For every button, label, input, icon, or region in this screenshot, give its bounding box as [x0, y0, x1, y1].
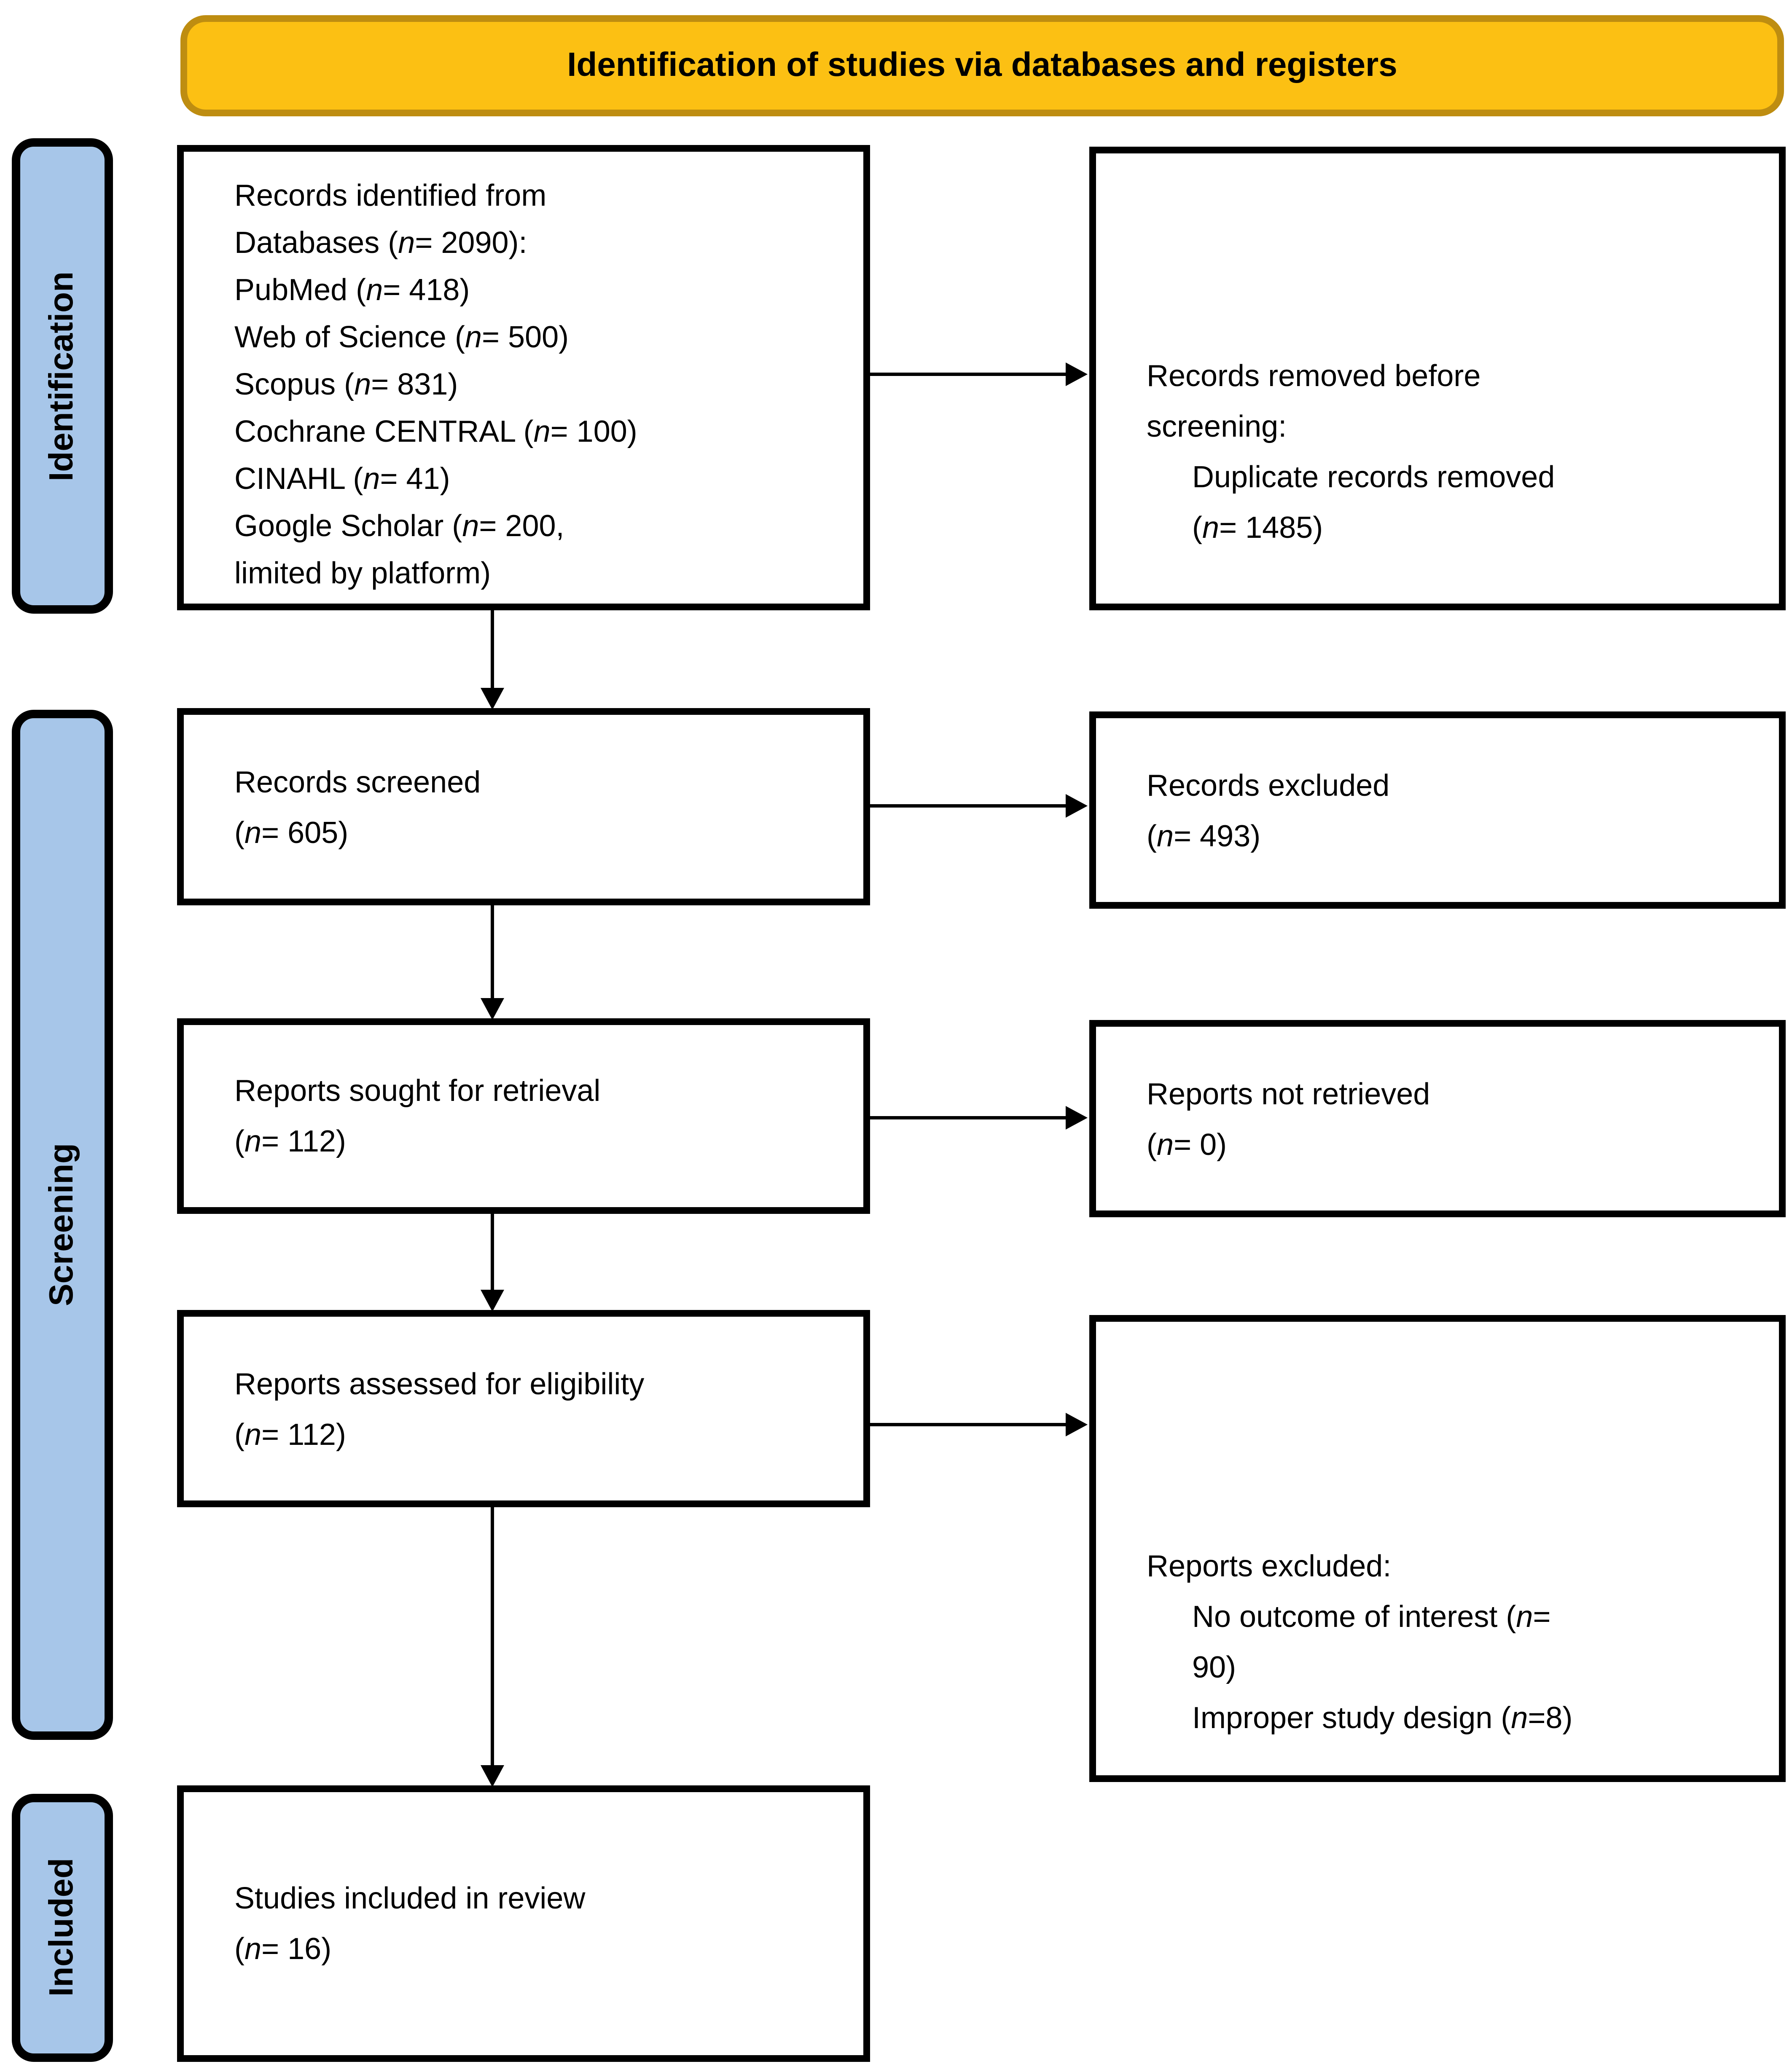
box-reports-excluded: Reports excluded: No outcome of interest … [1089, 1315, 1786, 1782]
box-text-line: Scopus (n= 831) [234, 368, 458, 401]
arrow-shaft [491, 1214, 494, 1290]
box-text-line: Databases (n= 2090): [234, 226, 527, 260]
box-text-line: Records screened [234, 765, 481, 798]
arrow-shaft [491, 610, 494, 688]
box-records-screened: Records screened (n= 605) [177, 708, 870, 905]
box-reports-not-retrieved: Reports not retrieved (n= 0) [1089, 1020, 1786, 1217]
box-text-line: Duplicate records removed [1192, 460, 1555, 494]
arrow-head [1066, 1413, 1088, 1436]
arrow-shaft [870, 1423, 1066, 1426]
arrow-shaft [870, 373, 1066, 376]
stage-label: Identification [43, 271, 80, 481]
arrow-shaft [870, 1116, 1066, 1119]
stage-screening: Screening [12, 710, 113, 1740]
box-text-line: limited by platform) [234, 556, 491, 590]
box-text-line: (n= 605) [234, 815, 349, 849]
banner-title: Identification of studies via databases … [567, 46, 1397, 83]
box-text-line: CINAHL (n= 41) [234, 462, 450, 496]
box-text-line: screening: [1147, 410, 1287, 443]
box-text-line: Records identified from [234, 179, 547, 212]
box-text-line: (n= 1485) [1192, 511, 1323, 545]
box-reports-sought: Reports sought for retrieval (n= 112) [177, 1018, 870, 1214]
box-reports-assessed: Reports assessed for eligibility (n= 112) [177, 1310, 870, 1507]
box-text-line: (n= 112) [234, 1125, 346, 1158]
box-text-line: Reports excluded: [1147, 1549, 1392, 1583]
box-text-line: Reports not retrieved [1147, 1076, 1430, 1110]
box-text-line: (n= 112) [234, 1417, 346, 1451]
banner: Identification of studies via databases … [180, 15, 1784, 116]
box-text-line: PubMed (n= 418) [234, 273, 470, 307]
box-records-removed: Records removed before screening: Duplicat… [1089, 147, 1786, 610]
stage-identification: Identification [12, 138, 113, 614]
arrow-head [1066, 362, 1088, 386]
box-text-line: Records excluded [1147, 768, 1390, 802]
box-text-line: Studies included in review [234, 1881, 586, 1915]
box-text-line: Google Scholar (n= 200, [234, 509, 564, 543]
box-text-line: 90) [1192, 1651, 1236, 1684]
arrow-head [481, 1765, 504, 1787]
box-text-line: (n= 0) [1147, 1127, 1227, 1161]
arrow-head [481, 688, 504, 710]
arrow-shaft [870, 804, 1066, 808]
arrow-head [1066, 794, 1088, 818]
arrow-head [1066, 1106, 1088, 1130]
box-studies-included: Studies included in review (n= 16) [177, 1785, 870, 2062]
stage-label: Screening [43, 1143, 80, 1307]
stage-label: Included [43, 1858, 80, 1997]
box-text-line: Improper study design (n=8) [1192, 1701, 1573, 1735]
box-records-excluded: Records excluded (n= 493) [1089, 711, 1786, 909]
box-text-line: Cochrane CENTRAL (n= 100) [234, 415, 637, 448]
box-text-line: (n= 493) [1147, 819, 1261, 852]
box-text-line: Reports assessed for eligibility [234, 1366, 645, 1400]
arrow-head [481, 998, 504, 1020]
box-text-line: Web of Science (n= 500) [234, 320, 569, 354]
stage-included: Included [12, 1794, 113, 2062]
box-text-line: No outcome of interest (n= [1192, 1600, 1551, 1634]
box-text-line: Reports sought for retrieval [234, 1074, 601, 1108]
box-text-line: Records removed before [1147, 359, 1481, 393]
arrow-shaft [491, 905, 494, 998]
arrow-head [481, 1290, 504, 1312]
arrow-shaft [491, 1507, 494, 1765]
box-text-line: (n= 16) [234, 1932, 332, 1966]
